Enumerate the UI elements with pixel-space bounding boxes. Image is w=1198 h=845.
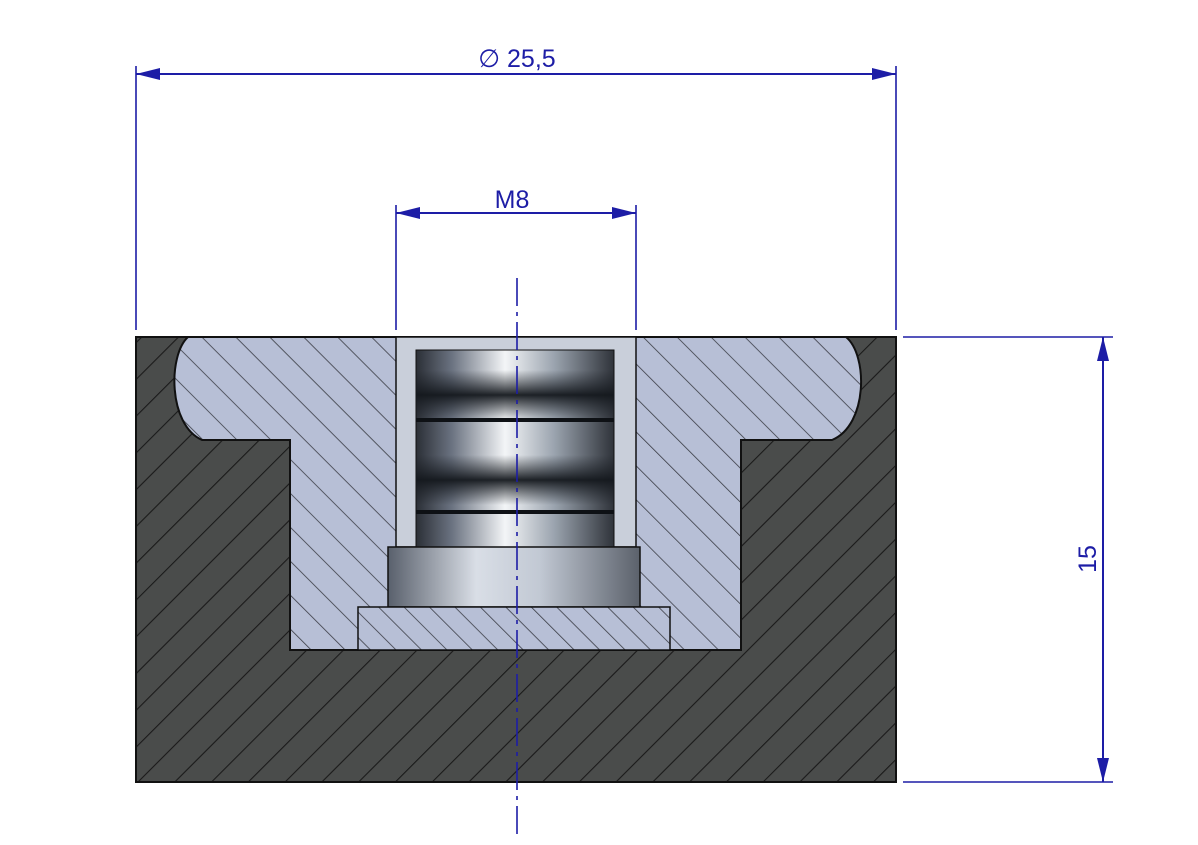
height-label: 15 <box>1074 545 1102 573</box>
outer-diameter-dimension: ∅ 25,5 <box>135 45 897 330</box>
thread-label: M8 <box>495 186 530 214</box>
thread-dimension: M8 <box>395 186 637 330</box>
washer <box>357 606 671 651</box>
height-dimension: 15 <box>903 336 1113 783</box>
thread-collar <box>387 546 641 608</box>
thread-bore <box>395 336 637 548</box>
outer-diameter-label: ∅ 25,5 <box>478 45 555 73</box>
